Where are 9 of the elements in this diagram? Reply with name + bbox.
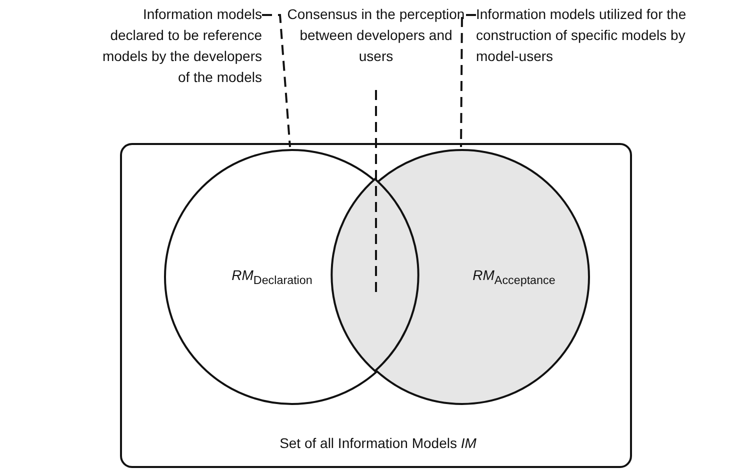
annotation-text: Consensus in the perception between developers and users xyxy=(286,5,466,66)
annotation-text: Information models utilized for the construction of specific models by model-users xyxy=(476,5,688,66)
leader-line xyxy=(262,14,291,148)
set-label: RM$_{Acceptance}$ xyxy=(472,266,556,289)
leader-line xyxy=(460,14,476,148)
set-label: RM$_{Declaration}$ xyxy=(230,266,314,289)
annotation-text: Information models declared to be reference models by the developers of the models xyxy=(101,5,262,87)
set-label: Set of all Information Models IM xyxy=(278,434,478,453)
leader-line xyxy=(375,90,377,295)
